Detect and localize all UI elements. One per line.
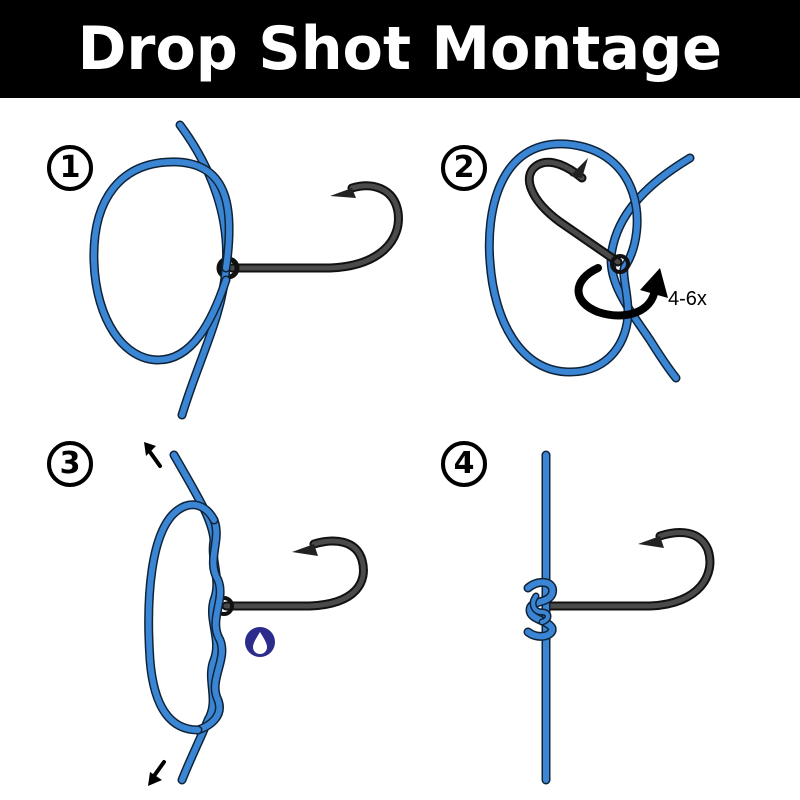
step-4-hook	[545, 528, 715, 611]
step-4-illustration	[523, 450, 715, 785]
step-4-number: 4	[453, 446, 475, 481]
step-2-line	[484, 139, 695, 383]
step-3-badge: 3	[47, 441, 93, 487]
step-4-badge: 4	[441, 441, 487, 487]
arrow-down-left-icon	[148, 760, 166, 786]
step-1-illustration	[89, 120, 403, 420]
step-3-hook	[214, 536, 368, 616]
step-1-number: 1	[59, 150, 81, 185]
step-2-number: 2	[453, 150, 475, 185]
step-2-illustration	[484, 139, 695, 383]
step-3-illustration	[144, 442, 368, 786]
step-2-hook	[524, 157, 630, 274]
step-4-knot	[523, 577, 558, 641]
arrow-up-left-icon	[144, 442, 162, 468]
step-2-badge: 2	[441, 145, 487, 191]
step-1-hook	[216, 181, 403, 280]
loop-arrow-icon	[574, 264, 668, 320]
step-1-line	[89, 120, 234, 420]
water-drop-icon	[245, 627, 275, 657]
step-3-line	[144, 450, 227, 785]
title-bar: Drop Shot Montage	[0, 0, 800, 98]
page-title: Drop Shot Montage	[77, 14, 723, 84]
step-3-number: 3	[59, 446, 81, 481]
step-1-badge: 1	[47, 145, 93, 191]
twist-count-label: 4-6x	[668, 288, 707, 310]
